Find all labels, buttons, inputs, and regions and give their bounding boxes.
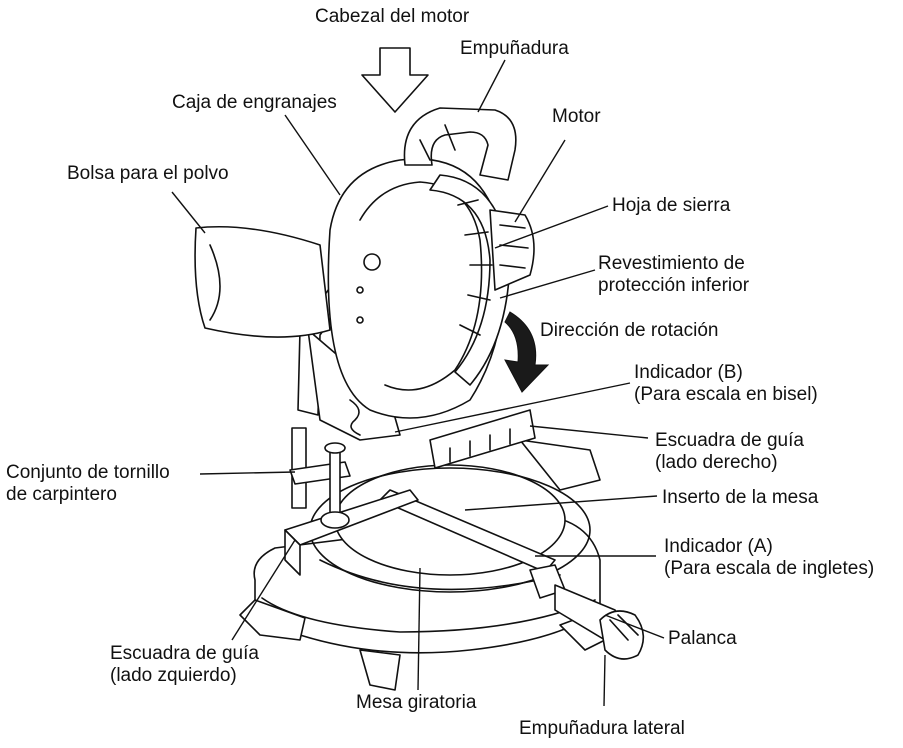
label-lever: Palanca [668, 628, 737, 649]
label-table-insert: Inserto de la mesa [662, 487, 819, 508]
down-arrow-icon [361, 47, 429, 113]
motor-body [489, 209, 535, 291]
vise-assembly [289, 427, 351, 529]
label-guide-fence-right: Escuadra de guía(lado derecho) [655, 430, 804, 473]
label-guide-fence-left: Escuadra de guía(lado zquierdo) [110, 643, 259, 686]
label-turn-base: Mesa giratoria [356, 692, 477, 713]
label-motor-head: Cabezal del motor [315, 6, 470, 27]
handle [403, 107, 517, 181]
dust-bag [194, 226, 331, 338]
label-dust-bag: Bolsa para el polvo [67, 163, 229, 184]
label-side-grip: Empuñadura lateral [519, 718, 685, 739]
rotation-arrow-icon [504, 311, 550, 393]
label-pointer-a: Indicador (A)(Para escala de ingletes) [664, 536, 875, 579]
saw-base [239, 439, 606, 691]
label-gear-case: Caja de engranajes [172, 92, 337, 113]
label-pointer-b: Indicador (B)(Para escala en bisel) [634, 362, 818, 405]
gear-case [327, 158, 505, 419]
label-motor: Motor [552, 106, 601, 127]
leader-lines [171, 59, 665, 707]
right-guide-fence [429, 409, 536, 469]
left-guide-fence [284, 489, 419, 576]
lever-and-side-grip [529, 564, 645, 660]
label-handle: Empuñadura [460, 38, 569, 59]
label-rotation-direction: Dirección de rotación [540, 320, 719, 341]
label-saw-blade: Hoja de sierra [612, 195, 731, 216]
